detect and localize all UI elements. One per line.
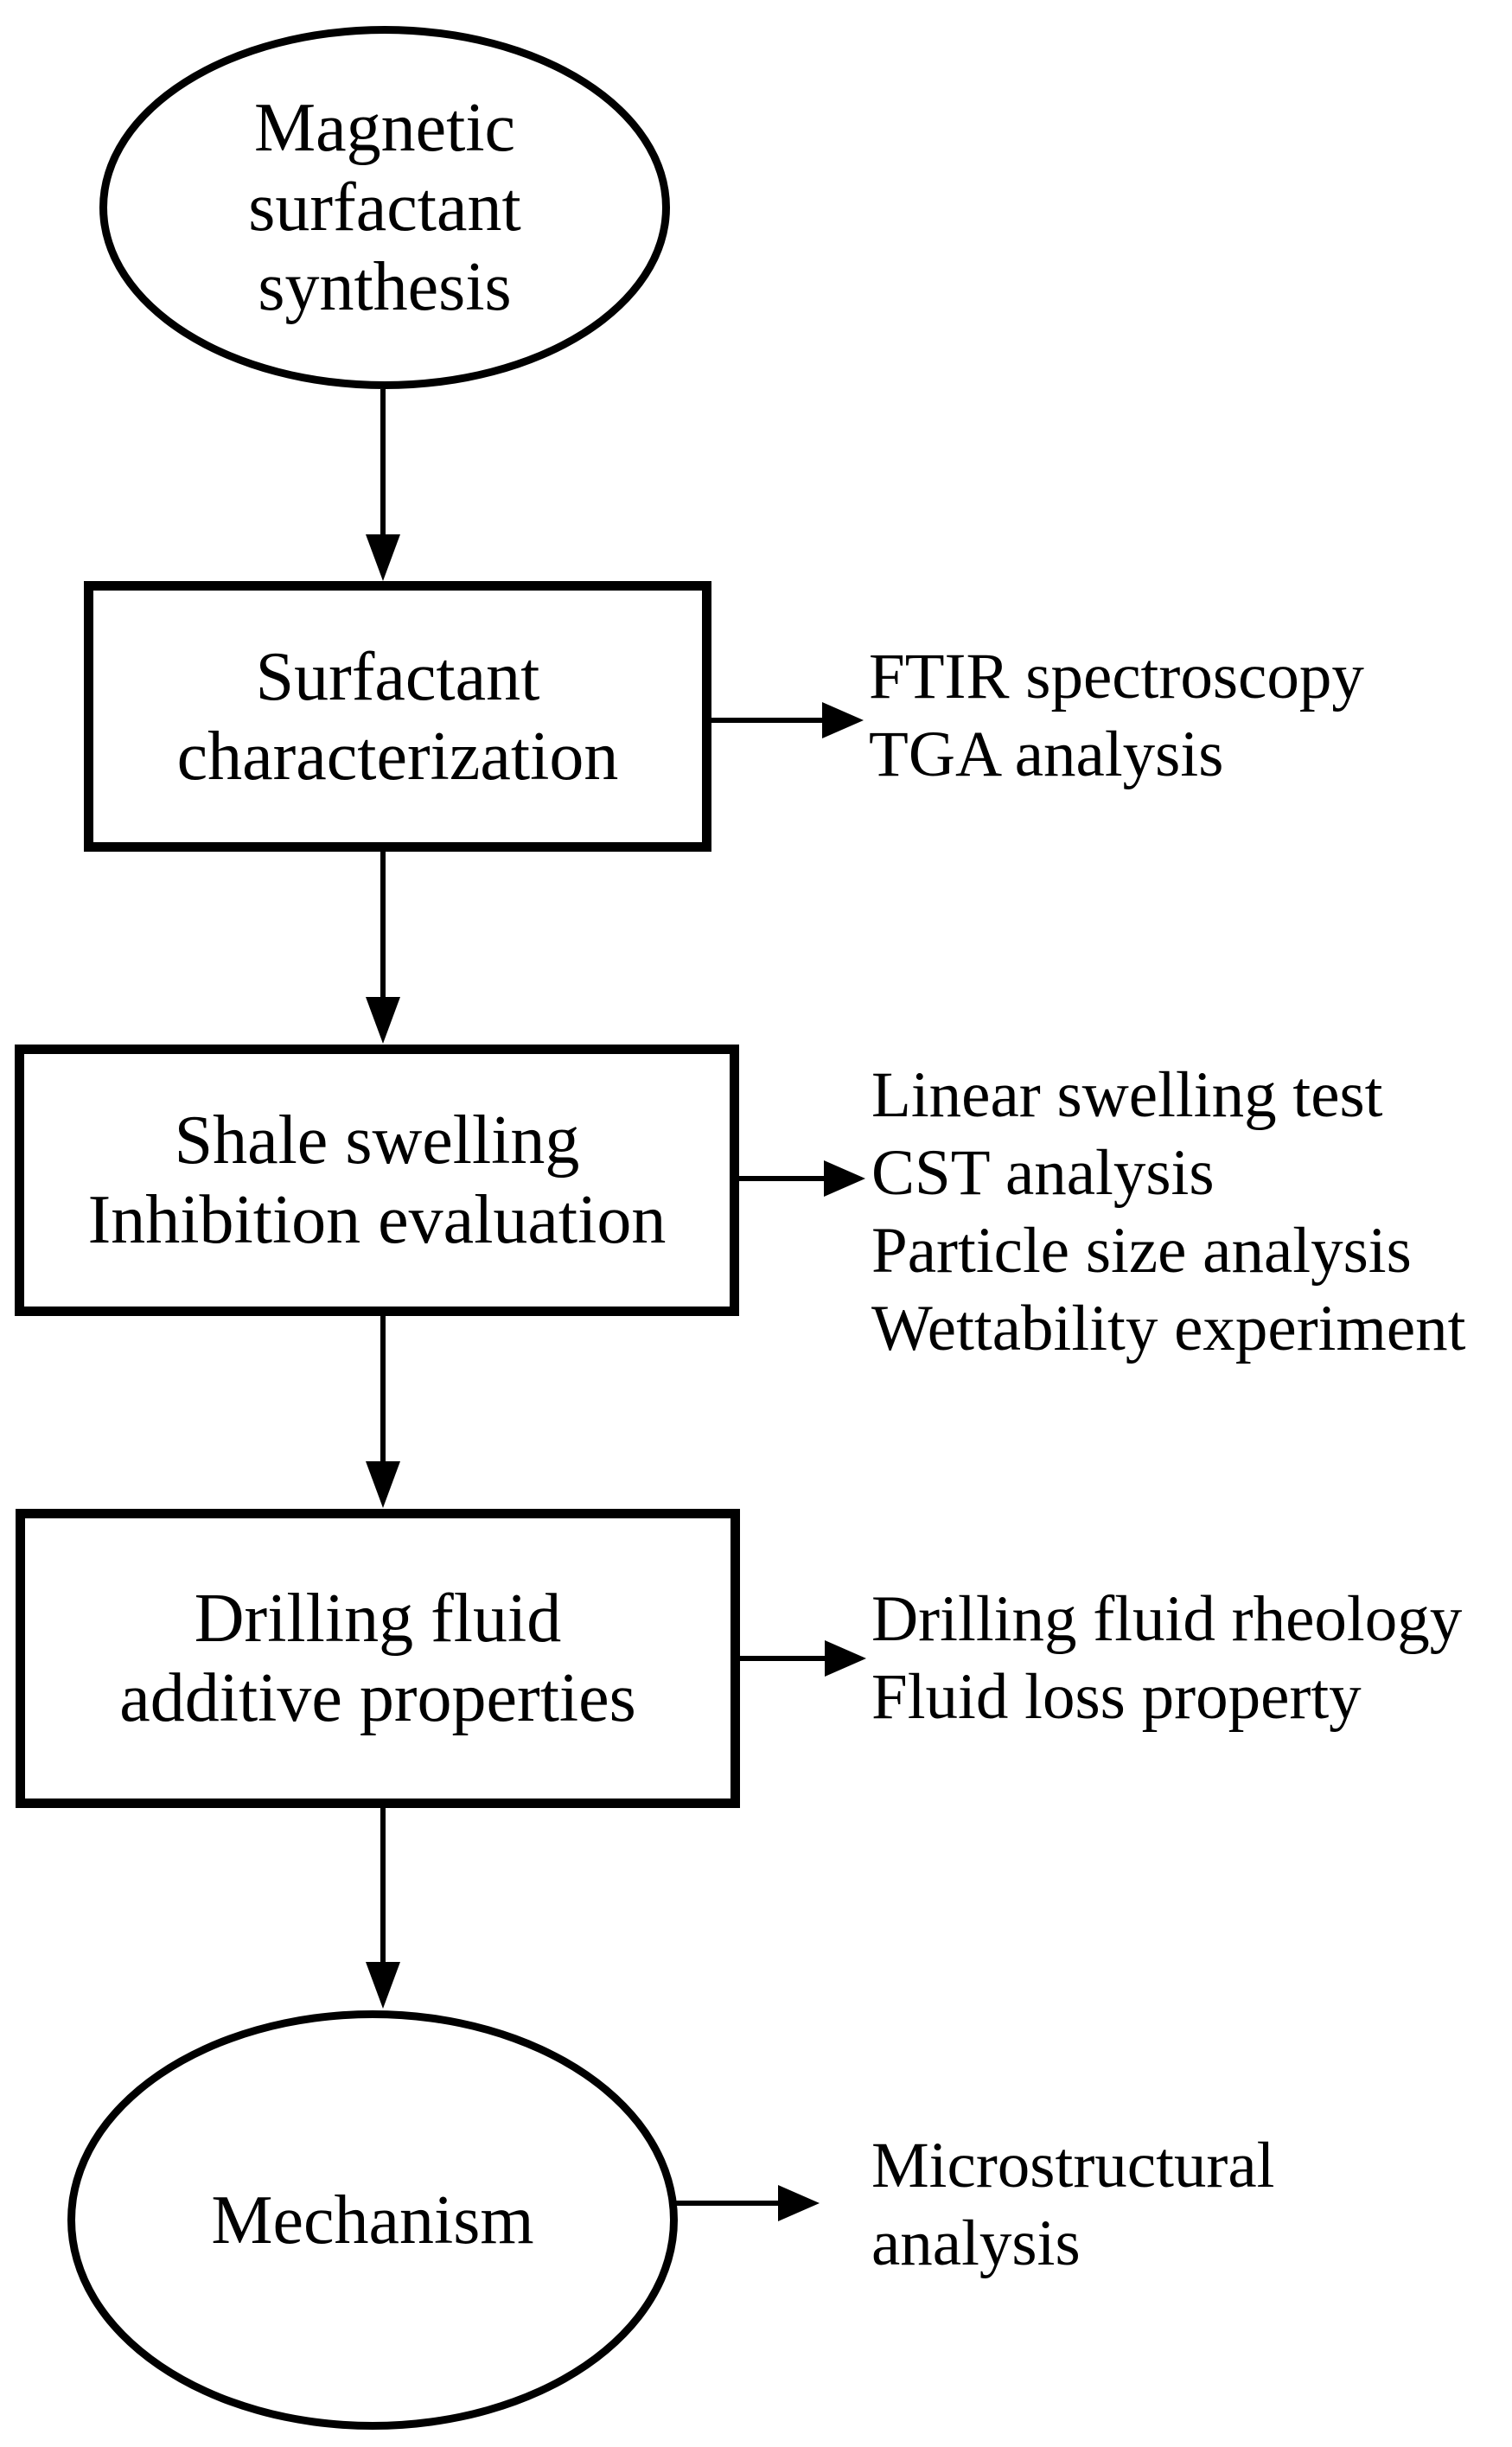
node-drilling-fluid-additive-properties-label: Drilling fluid additive properties <box>119 1579 636 1738</box>
label-line: Mechanism <box>211 2182 534 2259</box>
arrow-drilling-to-mechanism <box>380 1808 386 1964</box>
node-magnetic-surfactant-synthesis: Magnetic surfactant synthesis <box>99 26 670 389</box>
node-surfactant-characterization: Surfactant characterization <box>84 581 711 852</box>
node-shale-swelling-inhibition-evaluation: Shale swelling Inhibition evaluation <box>15 1045 739 1316</box>
node-mechanism: Mechanism <box>67 2010 678 2430</box>
arrow-synthesis-to-characterization-arrowhead <box>366 534 400 581</box>
annotation-line: Wettability experiment <box>871 1293 1466 1364</box>
arrow-drilling-to-mechanism-arrowhead <box>366 1962 400 2009</box>
annotation-line: Linear swelling test <box>871 1059 1383 1131</box>
annotation-characterization-methods: FTIR spectroscopy TGA analysis <box>869 638 1364 794</box>
node-mechanism-label: Mechanism <box>211 2181 533 2260</box>
arrow-characterization-to-methods-arrowhead <box>822 702 864 738</box>
label-line: additive properties <box>119 1660 636 1736</box>
arrow-characterization-to-swelling <box>380 852 386 999</box>
label-line: Surfactant <box>255 638 540 715</box>
arrow-characterization-to-swelling-arrowhead <box>366 997 400 1044</box>
node-drilling-fluid-additive-properties: Drilling fluid additive properties <box>16 1509 740 1808</box>
label-line: characterization <box>176 718 619 795</box>
node-surfactant-characterization-label: Surfactant characterization <box>177 637 619 796</box>
node-shale-swelling-inhibition-evaluation-label: Shale swelling Inhibition evaluation <box>88 1101 667 1260</box>
label-line: synthesis <box>258 249 512 325</box>
annotation-line: Fluid loss property <box>871 1661 1362 1733</box>
arrow-drilling-to-methods <box>740 1656 826 1661</box>
annotation-drilling-methods: Drilling fluid rheology Fluid loss prope… <box>871 1581 1462 1736</box>
arrow-swelling-to-drilling-arrowhead <box>366 1461 400 1508</box>
label-line: Magnetic <box>253 90 516 166</box>
label-line: Shale swelling <box>174 1102 580 1179</box>
annotation-line: analysis <box>871 2207 1081 2279</box>
annotation-line: TGA analysis <box>869 719 1224 790</box>
arrow-characterization-to-methods <box>711 718 824 723</box>
label-line: surfactant <box>248 169 521 246</box>
arrow-swelling-to-drilling <box>380 1316 386 1463</box>
label-line: Inhibition evaluation <box>87 1182 667 1258</box>
annotation-line: Microstructural <box>871 2130 1275 2201</box>
annotation-line: FTIR spectroscopy <box>869 641 1364 712</box>
annotation-swelling-methods: Linear swelling test CST analysis Partic… <box>871 1057 1466 1368</box>
arrow-swelling-to-methods-arrowhead <box>824 1160 865 1197</box>
arrow-synthesis-to-characterization <box>380 389 386 536</box>
annotation-line: Drilling fluid rheology <box>871 1583 1463 1655</box>
arrow-drilling-to-methods-arrowhead <box>825 1640 866 1677</box>
arrow-mechanism-to-methods <box>672 2201 780 2206</box>
node-magnetic-surfactant-synthesis-label: Magnetic surfactant synthesis <box>248 88 520 327</box>
annotation-line: CST analysis <box>871 1137 1215 1209</box>
label-line: Drilling fluid <box>194 1581 562 1657</box>
arrow-swelling-to-methods <box>739 1176 826 1181</box>
annotation-mechanism-methods: Microstructural analysis <box>871 2127 1275 2283</box>
annotation-line: Particle size analysis <box>871 1215 1412 1287</box>
arrow-mechanism-to-methods-arrowhead <box>778 2185 820 2221</box>
